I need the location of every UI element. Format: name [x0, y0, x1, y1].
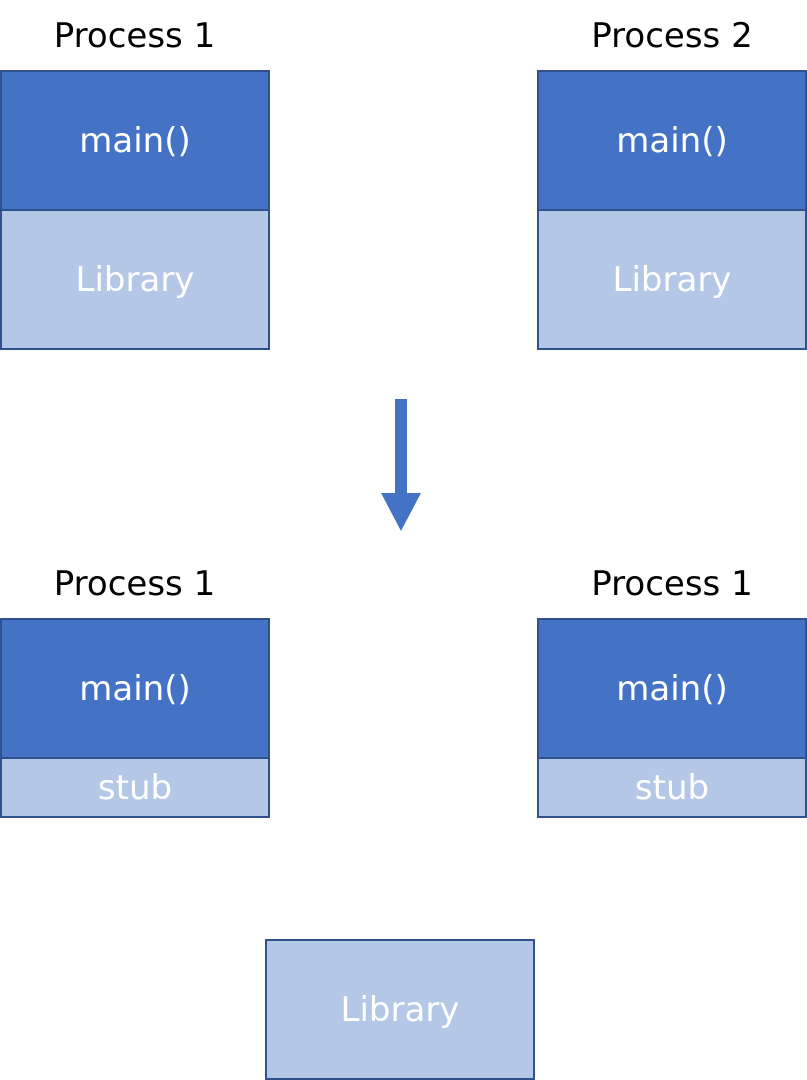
after-right-main-block: main(): [537, 618, 807, 759]
shared-library-block: Library: [265, 939, 535, 1080]
transition-arrow: [376, 399, 426, 533]
after-left-title: Process 1: [53, 564, 216, 604]
after-right-stub-block: stub: [537, 757, 807, 818]
after-left-stub-block: stub: [0, 757, 270, 818]
after-left-main-block: main(): [0, 618, 270, 759]
before-right-library-block: Library: [537, 209, 807, 350]
arrow-down-icon: [381, 399, 421, 531]
before-right-title: Process 2: [591, 16, 753, 56]
before-left-title: Process 1: [53, 16, 216, 56]
before-left-library-block: Library: [0, 209, 270, 350]
after-right-title: Process 1: [591, 564, 753, 604]
before-left-main-block: main(): [0, 70, 270, 211]
before-right-main-block: main(): [537, 70, 807, 211]
